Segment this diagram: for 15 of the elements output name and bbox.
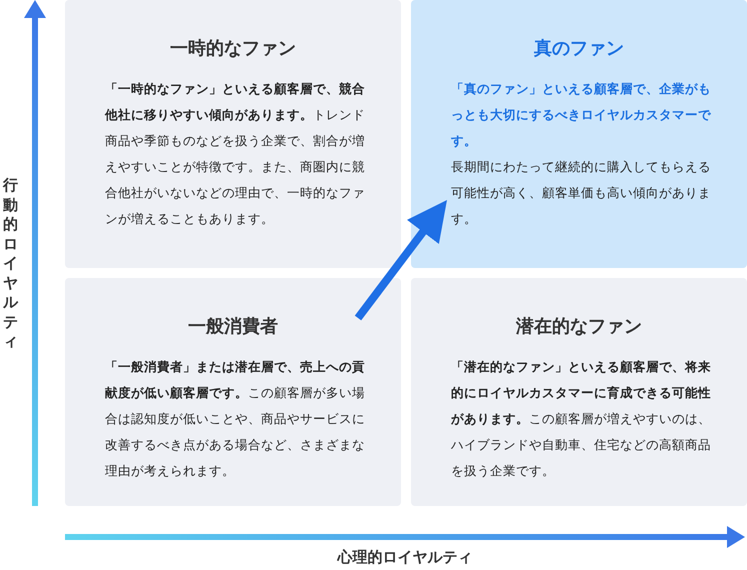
quadrant-description: 「真のファン」といえる顧客層で、企業がもっとも大切にするべきロイヤルカスタマーです。 xyxy=(451,80,712,150)
quadrant-heading: 潜在的なファン xyxy=(514,315,643,338)
quadrant-panel xyxy=(65,278,401,506)
quadrant-panel xyxy=(65,0,401,268)
quadrant-description: 長期間にわたって継続的に購入してもらえる可能性が高く、顧客単価も高い傾向があります。 xyxy=(451,158,712,228)
axis-label: 行動的ロイヤルティ xyxy=(3,176,18,352)
quadrant-description: 「潜在的なファン」といえる顧客層で、将来的にロイヤルカスタマーに育成できる可能性があります。この顧客層が増えやすいのは、ハイブランドや自動車、住宅などの高額商品を扱う企業です。 xyxy=(451,358,712,480)
quadrant-description: 「一般消費者」または潜在層で、売上への貢献度が低い顧客層です。この顧客層が多い場合は認知度が低いことや、商品やサービスに改善するべき点がある場合など、さまざまな理由が考えられます。 xyxy=(105,358,366,480)
quadrant-description: 「一時的なファン」といえる顧客層で、競合他社に移りやすい傾向があります。トレンド商品や季節ものなどを扱う企業で、割合が増えやすいことが特徴です。また、商圏内に競合他社がいないなどの理由で、一時的なファンが増えることもあります。 xyxy=(105,80,366,228)
axis-label: 心理的ロイヤルティ xyxy=(336,548,474,567)
quadrant-heading: 一般消費者 xyxy=(187,315,279,338)
arrow xyxy=(354,200,447,320)
quadrant-heading: 真のファン xyxy=(533,37,625,60)
quadrant-heading: 一時的なファン xyxy=(169,37,297,60)
highlighted-quadrant xyxy=(411,0,747,268)
